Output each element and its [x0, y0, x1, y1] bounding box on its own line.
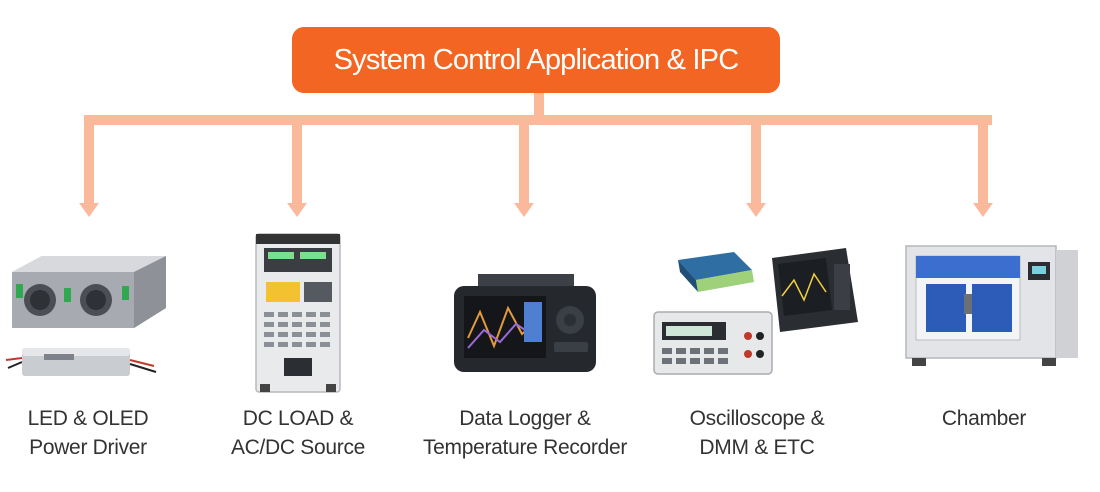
branch-bar	[84, 115, 992, 125]
branch-arrow-3	[514, 115, 534, 217]
branch-arrow-1	[79, 115, 99, 217]
caption-line: AC/DC Source	[230, 436, 366, 459]
caption-line: Chamber	[941, 407, 1027, 430]
caption-line: LED & OLED	[27, 407, 149, 430]
caption-chamber: Chamber	[854, 404, 1100, 433]
caption-line: Data Logger &	[459, 407, 591, 430]
caption-line: Power Driver	[29, 436, 147, 459]
system-control-box: System Control Application & IPC	[292, 27, 780, 93]
branch-arrow-2	[287, 115, 307, 217]
connector-lines	[79, 93, 993, 217]
branch-arrow-5	[973, 115, 993, 217]
caption-line: Oscilloscope &	[689, 407, 825, 430]
caption-dc-load-source: DC LOAD & AC/DC Source	[168, 404, 428, 462]
caption-line: DMM & ETC	[699, 436, 815, 459]
caption-oscilloscope-dmm: Oscilloscope & DMM & ETC	[627, 404, 887, 462]
data-logger-image	[454, 274, 596, 372]
trunk-line	[534, 93, 544, 117]
caption-line: Temperature Recorder	[422, 436, 628, 459]
dc-load-rack-image	[255, 233, 341, 393]
branch-arrow-4	[746, 115, 766, 217]
caption-led-oled-driver: LED & OLED Power Driver	[0, 404, 218, 462]
led-driver-image	[5, 256, 166, 376]
oscilloscope-dmm-image	[653, 248, 858, 375]
caption-data-logger: Data Logger & Temperature Recorder	[395, 404, 655, 462]
caption-line: DC LOAD &	[242, 407, 354, 430]
chamber-image	[905, 245, 1078, 366]
